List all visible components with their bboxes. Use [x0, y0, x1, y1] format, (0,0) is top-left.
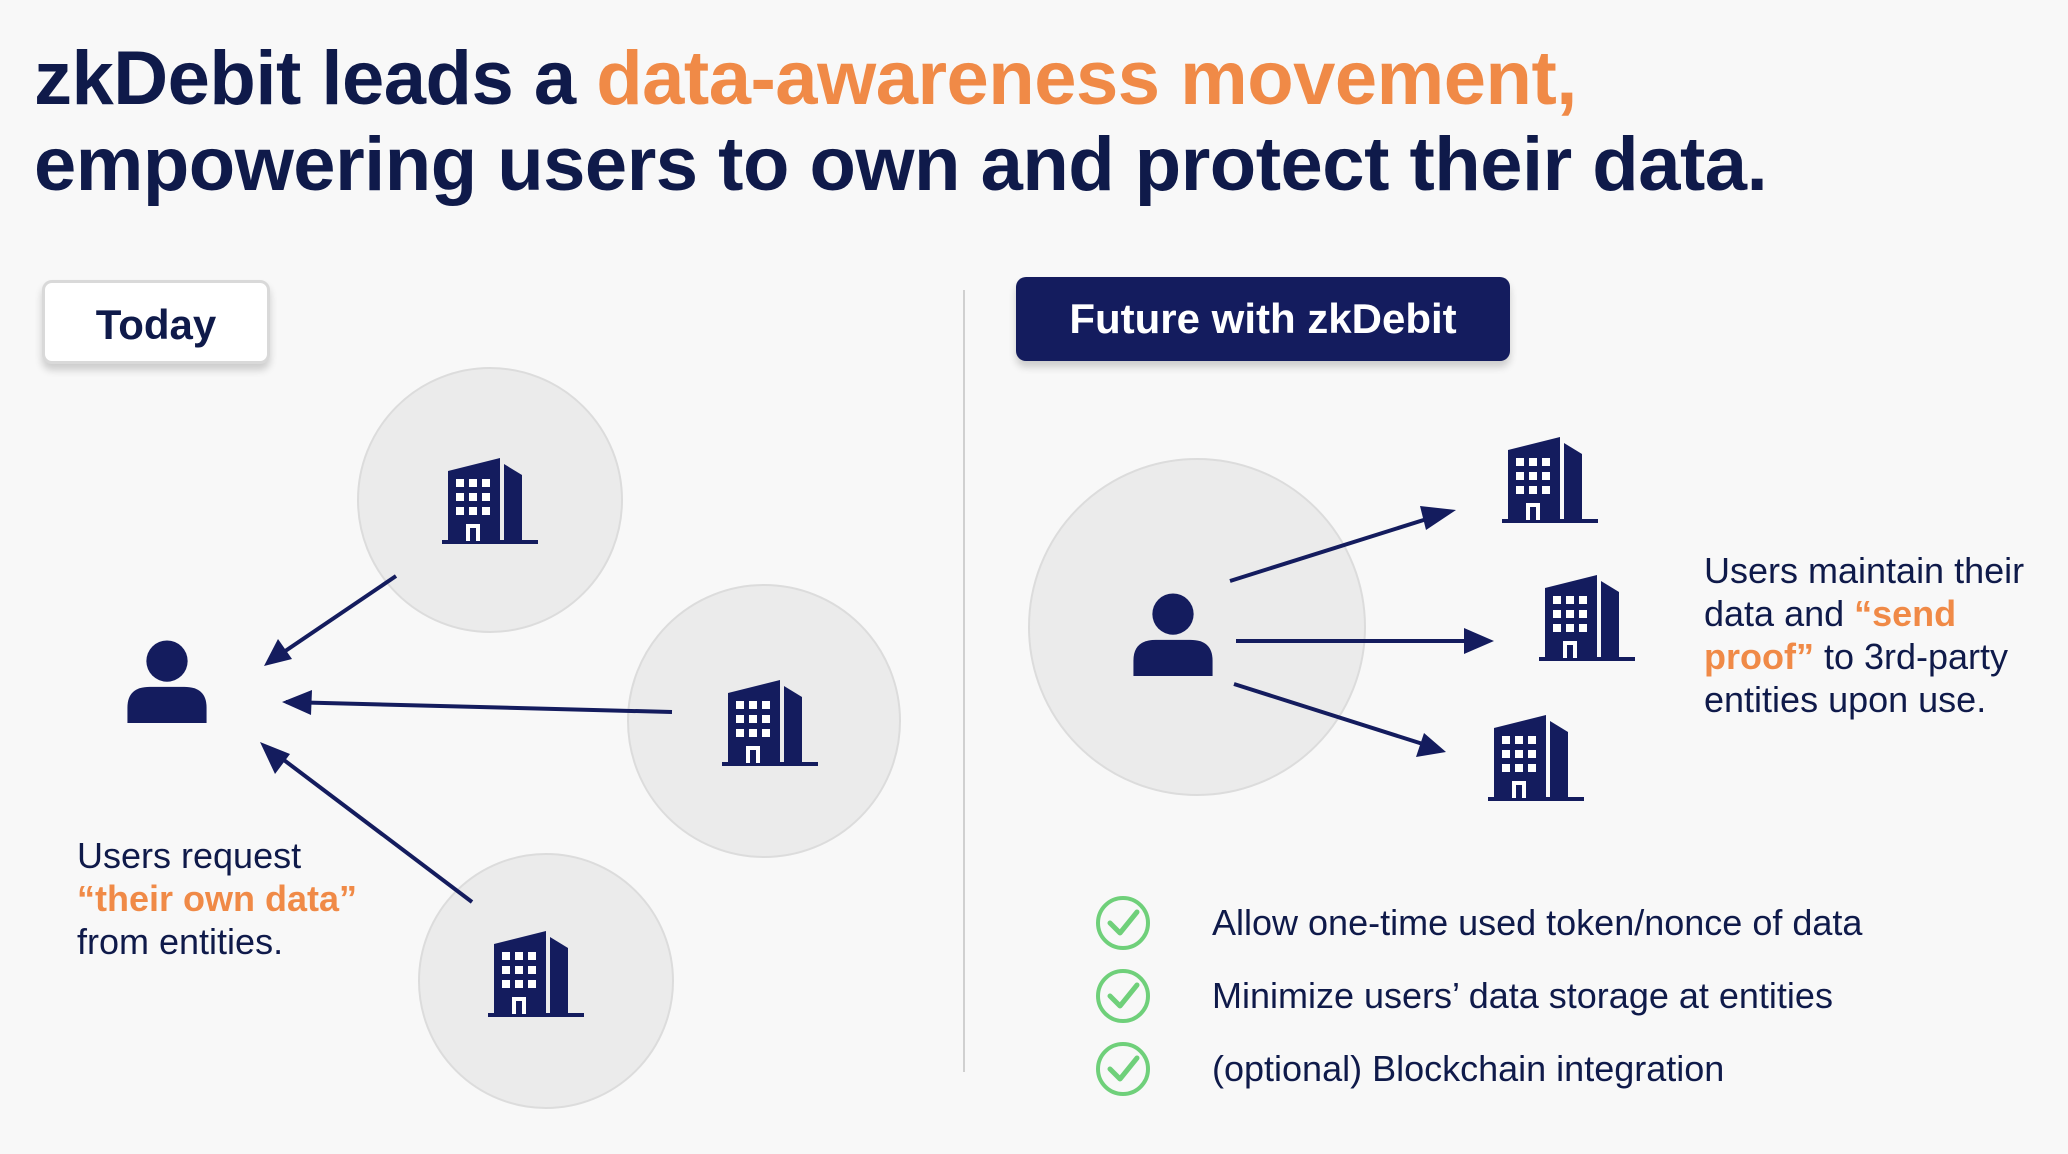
proof-arrow-top [1229, 516, 1431, 583]
section-divider [963, 290, 965, 1072]
request-arrow-top [270, 574, 398, 662]
check-circle-icon [1096, 895, 1150, 950]
building-icon [1539, 575, 1635, 661]
building-icon [1502, 437, 1598, 523]
benefit-item: Allow one-time used token/nonce of data [1094, 886, 1862, 959]
benefit-item: (optional) Blockchain integration [1094, 1032, 1862, 1105]
benefits-list: Allow one-time used token/nonce of data … [1094, 886, 1862, 1105]
arrowhead [1464, 628, 1494, 654]
proof-arrow-bottom [1233, 682, 1427, 747]
benefit-item: Minimize users’ data storage at entities [1094, 959, 1862, 1032]
arrowhead [282, 690, 312, 715]
today-caption: Users request “their own data” from enti… [77, 834, 477, 963]
benefit-text: (optional) Blockchain integration [1212, 1047, 1725, 1089]
title-part-2: empowering users to own and protect thei… [34, 122, 1768, 207]
check-circle-icon [1096, 1041, 1150, 1096]
today-caption-line-1: Users request [77, 835, 302, 876]
arrowhead [260, 742, 290, 774]
today-label: Today [42, 280, 270, 364]
arrowhead [1416, 733, 1446, 757]
user-circle [1028, 458, 1366, 796]
future-caption: Users maintain their data and “send proo… [1704, 549, 2064, 721]
today-caption-highlight: “their own data” [77, 878, 358, 919]
today-caption-line-3: from entities. [77, 921, 284, 962]
building-icon [1488, 715, 1584, 801]
arrowhead [1420, 506, 1456, 530]
request-arrow-bottom [266, 746, 474, 904]
arrowhead [264, 639, 292, 666]
future-caption-highlight: “send proof” [1704, 593, 1957, 677]
benefit-text: Allow one-time used token/nonce of data [1212, 901, 1863, 943]
page-title: zkDebit leads a data-awareness movement,… [34, 36, 2034, 208]
benefit-text: Minimize users’ data storage at entities [1212, 974, 1833, 1016]
user-icon [127, 640, 207, 723]
check-circle-icon [1096, 968, 1150, 1023]
future-caption-part-2: to 3rd-party entities upon use. [1704, 636, 2009, 720]
request-arrow-middle [285, 700, 673, 714]
title-highlight: data-awareness movement, [596, 36, 1577, 121]
title-part-1: zkDebit leads a [34, 36, 597, 121]
future-caption-part-1: Users maintain their data and [1704, 550, 2025, 634]
future-label: Future with zkDebit [1016, 277, 1510, 361]
